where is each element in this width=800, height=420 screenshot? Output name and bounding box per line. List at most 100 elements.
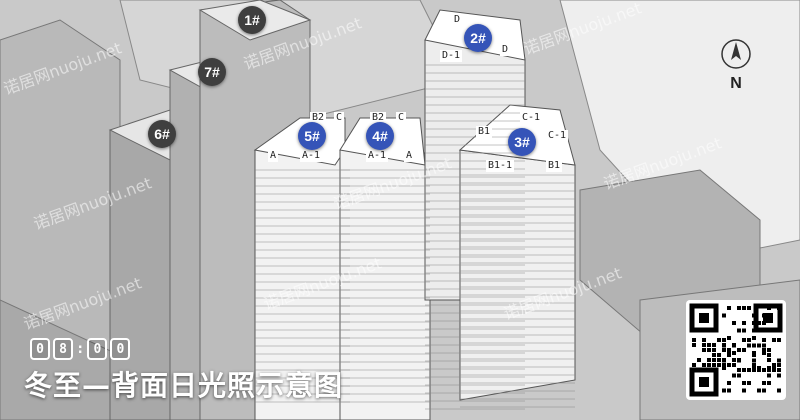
qr-module: [747, 343, 751, 348]
qr-module: [752, 368, 756, 372]
qr-module: [717, 353, 721, 357]
qr-module: [727, 336, 731, 340]
qr-module: [727, 353, 731, 357]
qr-module: [742, 328, 746, 333]
qr-module: [717, 338, 721, 342]
qr-module: [767, 373, 771, 378]
unit-label: B1-1: [486, 160, 515, 172]
qr-module: [732, 351, 736, 355]
qr-module: [742, 306, 746, 310]
unit-label: D: [452, 14, 463, 26]
qr-module: [767, 381, 771, 385]
unit-label: C-1: [546, 130, 569, 142]
qr-module: [737, 328, 741, 333]
building-marker-3[interactable]: 3#: [508, 128, 536, 156]
qr-module: [752, 343, 756, 348]
building-marker-6[interactable]: 6#: [148, 120, 176, 148]
unit-label: C: [396, 112, 407, 124]
building-marker-1[interactable]: 1#: [238, 6, 266, 34]
unit-label: C-1: [520, 112, 543, 124]
unit-label: A: [268, 150, 279, 162]
qr-module: [762, 368, 766, 372]
qr-module: [772, 368, 776, 372]
qr-module: [722, 338, 726, 342]
building-marker-2[interactable]: 2#: [464, 24, 492, 52]
qr-module: [737, 368, 741, 372]
qr-module: [702, 338, 706, 342]
time-digit: 8: [53, 338, 73, 360]
qr-module: [712, 343, 716, 347]
compass-icon: N: [721, 39, 751, 92]
qr-module: [722, 363, 726, 367]
qr-module: [742, 348, 746, 352]
qr-module: [737, 373, 741, 378]
qr-module: [767, 358, 771, 362]
time-display: 0 8 : 0 0: [30, 338, 131, 360]
qr-module: [722, 388, 726, 393]
unit-label: A: [404, 150, 415, 162]
qr-module: [777, 368, 781, 372]
qr-module: [757, 343, 761, 348]
qr-module: [777, 388, 781, 393]
qr-module: [737, 358, 741, 362]
unit-label: A-1: [366, 150, 389, 162]
qr-module: [742, 368, 746, 372]
time-digit: 0: [110, 338, 131, 360]
qr-code-icon[interactable]: [686, 300, 786, 400]
qr-module: [712, 353, 716, 357]
qr-module: [707, 358, 711, 362]
qr-module: [747, 306, 751, 310]
qr-module: [757, 368, 761, 372]
unit-label: D: [500, 44, 511, 56]
qr-module: [752, 353, 756, 357]
qr-module: [772, 363, 776, 367]
qr-module: [732, 373, 736, 378]
qr-module: [767, 306, 771, 310]
qr-module: [707, 363, 711, 367]
qr-module: [762, 381, 766, 385]
qr-module: [762, 351, 766, 355]
tower-3: [459, 149, 576, 401]
qr-module: [777, 338, 781, 342]
building-marker-7[interactable]: 7#: [198, 58, 226, 86]
qr-module: [702, 368, 706, 372]
qr-module: [747, 381, 751, 385]
qr-module: [712, 363, 716, 367]
qr-module: [777, 373, 781, 378]
qr-module: [692, 343, 696, 347]
qr-module: [762, 348, 766, 352]
qr-module: [707, 343, 711, 347]
qr-module: [777, 358, 781, 363]
qr-module: [727, 306, 731, 310]
qr-module: [742, 388, 746, 393]
building-marker-5[interactable]: 5#: [298, 122, 326, 150]
unit-label: C: [334, 112, 345, 124]
qr-module: [767, 328, 771, 333]
qr-module: [742, 381, 746, 385]
qr-module: [757, 321, 761, 325]
unit-label: B2: [370, 112, 387, 124]
time-colon: :: [76, 341, 85, 357]
qr-module: [732, 321, 736, 325]
qr-module: [777, 306, 781, 310]
compass-label: N: [730, 75, 742, 92]
qr-module: [707, 348, 711, 352]
qr-module: [757, 328, 761, 333]
qr-module: [692, 363, 696, 367]
qr-module: [747, 338, 751, 342]
building-marker-4[interactable]: 4#: [366, 122, 394, 150]
qr-module: [752, 363, 756, 367]
qr-module: [757, 388, 761, 393]
qr-module: [762, 313, 766, 318]
time-digit: 0: [87, 338, 108, 360]
unit-label: B1: [546, 160, 563, 172]
qr-module: [702, 363, 706, 367]
qr-module: [762, 388, 766, 393]
qr-module: [722, 348, 726, 352]
qr-module: [742, 321, 746, 325]
qr-module: [752, 358, 756, 363]
qr-module: [717, 363, 721, 367]
qr-module: [717, 358, 721, 362]
qr-module: [767, 313, 771, 318]
